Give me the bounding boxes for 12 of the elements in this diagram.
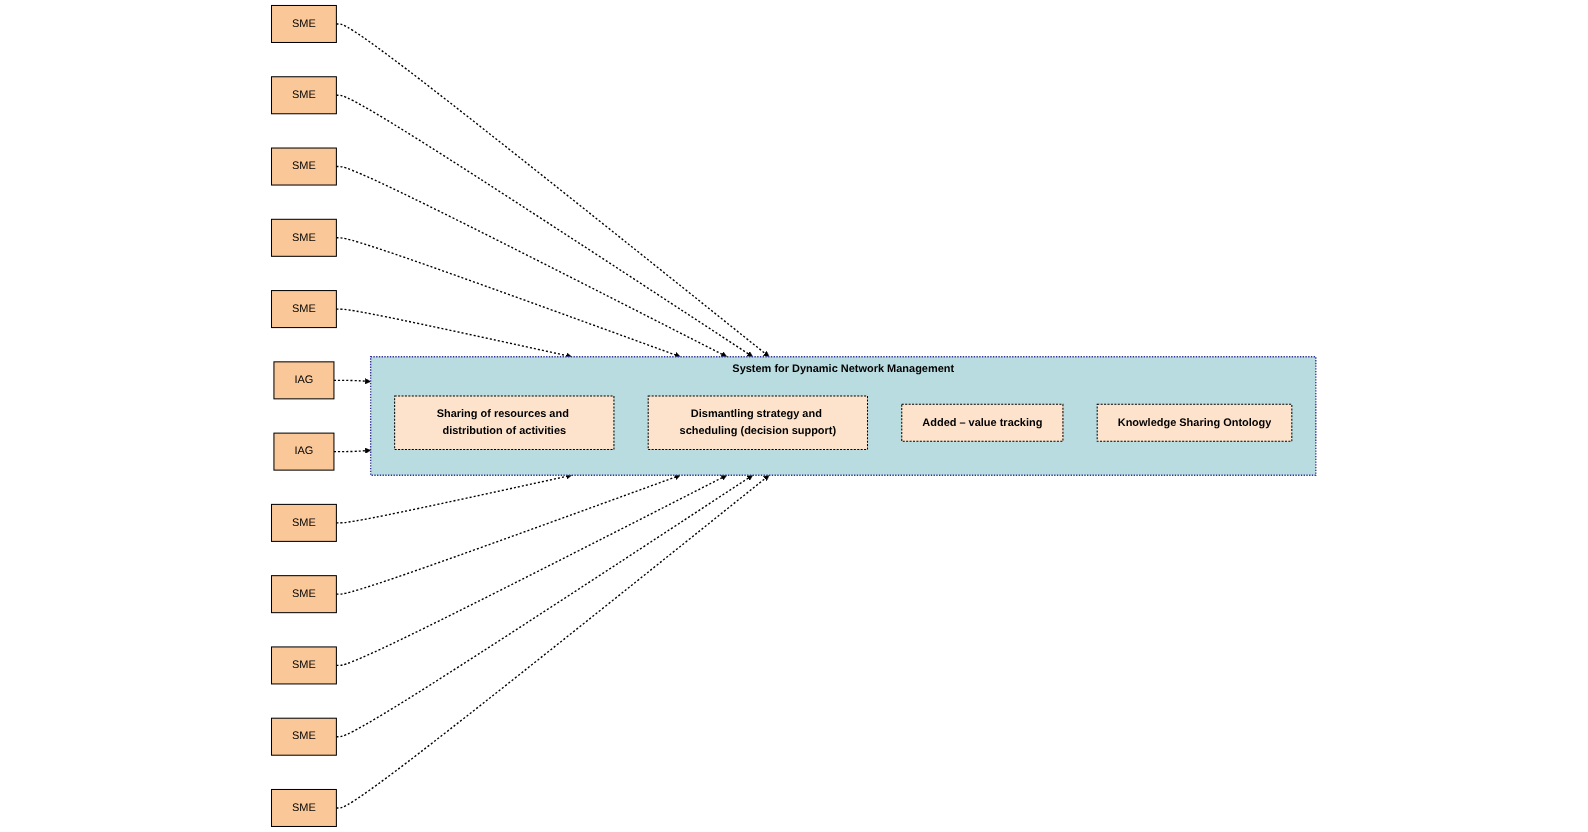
arrow — [336, 237, 681, 358]
arrow — [333, 447, 372, 454]
arrow — [336, 23, 770, 357]
arrow — [333, 378, 372, 385]
arrow — [336, 475, 728, 667]
arrow — [336, 473, 573, 524]
arrow — [336, 475, 770, 809]
arrow — [336, 165, 728, 357]
arrow — [336, 94, 754, 357]
arrow — [336, 474, 681, 595]
arrow — [336, 475, 754, 738]
arrow — [336, 308, 573, 359]
